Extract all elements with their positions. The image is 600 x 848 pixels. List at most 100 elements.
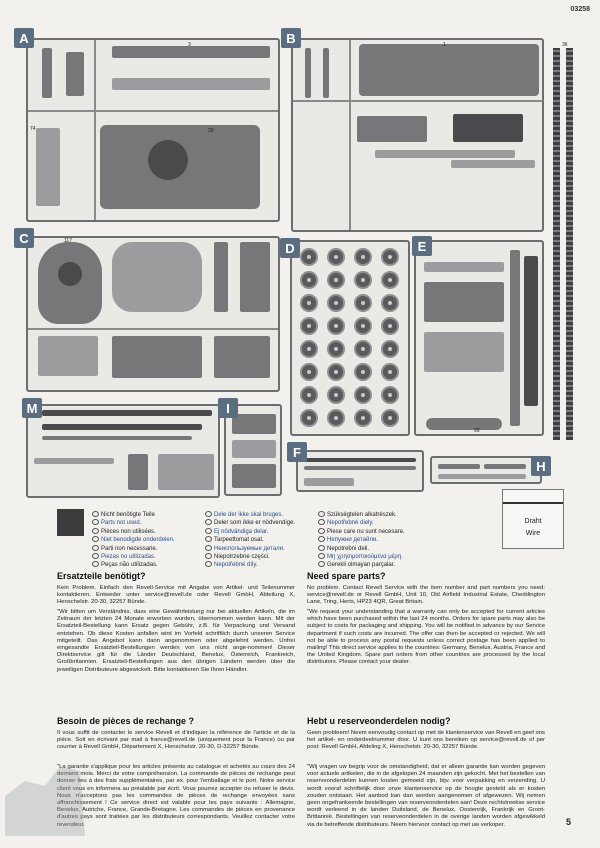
- circle-icon: [205, 527, 212, 534]
- road-wheel: [327, 386, 345, 404]
- part-number: 117: [64, 238, 72, 244]
- circle-icon: [92, 553, 99, 560]
- road-wheel: [381, 386, 399, 404]
- part-track-fender: [112, 46, 270, 58]
- circle-icon: [92, 511, 99, 517]
- circle-icon: [205, 561, 212, 568]
- sprue-c: 117: [26, 236, 280, 392]
- paragraph-nl-2: "Wij vragen uw begrip voor de omstandigh…: [307, 764, 545, 828]
- paragraph-fr-2: "La garantie s'applique pour les article…: [57, 764, 295, 828]
- circle-icon: [92, 536, 99, 543]
- road-wheel: [327, 271, 345, 289]
- part-number: 74: [30, 126, 36, 132]
- road-wheel: [300, 317, 318, 335]
- circle-icon: [318, 511, 325, 517]
- part-number: 39: [208, 128, 214, 134]
- heading-nl: Hebt u reserveonderdelen nodig?: [307, 716, 451, 726]
- circle-icon: [92, 544, 99, 551]
- road-wheel: [354, 294, 372, 312]
- road-wheel: [381, 363, 399, 381]
- unused-parts-swatch: [57, 509, 84, 536]
- road-wheel: [354, 317, 372, 335]
- road-wheel: [300, 248, 318, 266]
- sprue-m: 105: [26, 404, 220, 498]
- road-wheel: [354, 386, 372, 404]
- circle-icon: [92, 561, 99, 568]
- sprue-letter-d: D: [280, 238, 300, 258]
- road-wheel: [300, 294, 318, 312]
- circle-icon: [205, 511, 212, 517]
- road-wheel: [354, 248, 372, 266]
- part-number: 3: [188, 42, 191, 48]
- sprue-letter-c: C: [14, 228, 34, 248]
- road-wheel: [300, 409, 318, 427]
- road-wheel: [381, 409, 399, 427]
- road-wheel: [354, 340, 372, 358]
- track-link-right: [566, 48, 573, 440]
- heading-en: Need spare parts?: [307, 571, 386, 581]
- sprue-letter-e: E: [412, 236, 432, 256]
- legend-col-3: Szükségtelen alkatrészek. Nepotřebné die…: [318, 511, 405, 570]
- circle-icon: [205, 544, 212, 551]
- sprue-f: [296, 450, 424, 492]
- road-wheel: [327, 248, 345, 266]
- road-wheel: [327, 294, 345, 312]
- page-number: 5: [566, 817, 572, 827]
- paragraph-de-2: "Wir bitten um Verständnis, dass eine Ge…: [57, 609, 295, 673]
- product-code: 03258: [570, 6, 590, 13]
- legend-col-2: Dele der ikke skal bruges. Deler som ikk…: [205, 511, 295, 570]
- road-wheel: [300, 363, 318, 381]
- road-wheel: [327, 409, 345, 427]
- circle-icon: [92, 527, 99, 534]
- heading-fr: Besoin de pièces de rechange ?: [57, 716, 195, 726]
- circle-icon: [205, 536, 212, 543]
- part-hull-bottom: [359, 44, 539, 96]
- circle-icon: [205, 519, 212, 526]
- sprue-a: 3 39 74: [26, 38, 280, 222]
- road-wheel: [327, 317, 345, 335]
- circle-icon: [205, 553, 212, 560]
- wire-label-de: Draht: [524, 518, 542, 525]
- circle-icon: [318, 536, 325, 543]
- sprue-d: [290, 240, 410, 436]
- watermark-tank-icon: [5, 766, 85, 836]
- part-number: 99: [474, 428, 480, 434]
- road-wheel: [354, 409, 372, 427]
- road-wheel: [354, 363, 372, 381]
- wire-box: Draht Wire: [502, 489, 564, 549]
- legend-col-1: Nicht benötigte Teile Parts not used. Pi…: [92, 511, 175, 570]
- paragraph-en-1: No problem. Contact Revell Service with …: [307, 585, 545, 606]
- road-wheel: [327, 340, 345, 358]
- sprue-letter-b: B: [281, 28, 301, 48]
- road-wheel: [381, 317, 399, 335]
- road-wheel: [300, 271, 318, 289]
- part-barrel: [42, 410, 212, 416]
- road-wheel: [300, 386, 318, 404]
- circle-icon: [318, 553, 325, 560]
- part-number: 36: [562, 42, 568, 48]
- paragraph-de-1: Kein Problem. Einfach den Revell-Service…: [57, 585, 295, 606]
- road-wheel: [381, 271, 399, 289]
- sprue-letter-h: H: [531, 456, 551, 476]
- road-wheel: [381, 248, 399, 266]
- circle-icon: [92, 519, 99, 526]
- wire-part: [503, 502, 563, 504]
- road-wheel: [381, 294, 399, 312]
- track-link-left: [553, 48, 560, 440]
- paragraph-fr-1: Il vous suffit de contacter le service R…: [57, 730, 295, 751]
- sprue-letter-i: I: [218, 398, 238, 418]
- sprue-i: [224, 404, 282, 496]
- part-number: 1: [443, 42, 446, 48]
- circle-icon: [318, 519, 325, 526]
- sprue-letter-m: M: [22, 398, 42, 418]
- paragraph-nl-1: Geen probleem! Neem eenvoudig contact op…: [307, 730, 545, 751]
- wire-label-en: Wire: [525, 530, 541, 537]
- part-fender: [112, 78, 270, 90]
- road-wheel: [327, 363, 345, 381]
- road-wheel: [354, 271, 372, 289]
- sprue-h: [430, 456, 542, 484]
- circle-icon: [318, 561, 325, 568]
- sprue-e: 99: [414, 240, 544, 436]
- paragraph-en-2: "We request your understanding that a wa…: [307, 609, 545, 666]
- road-wheel: [381, 340, 399, 358]
